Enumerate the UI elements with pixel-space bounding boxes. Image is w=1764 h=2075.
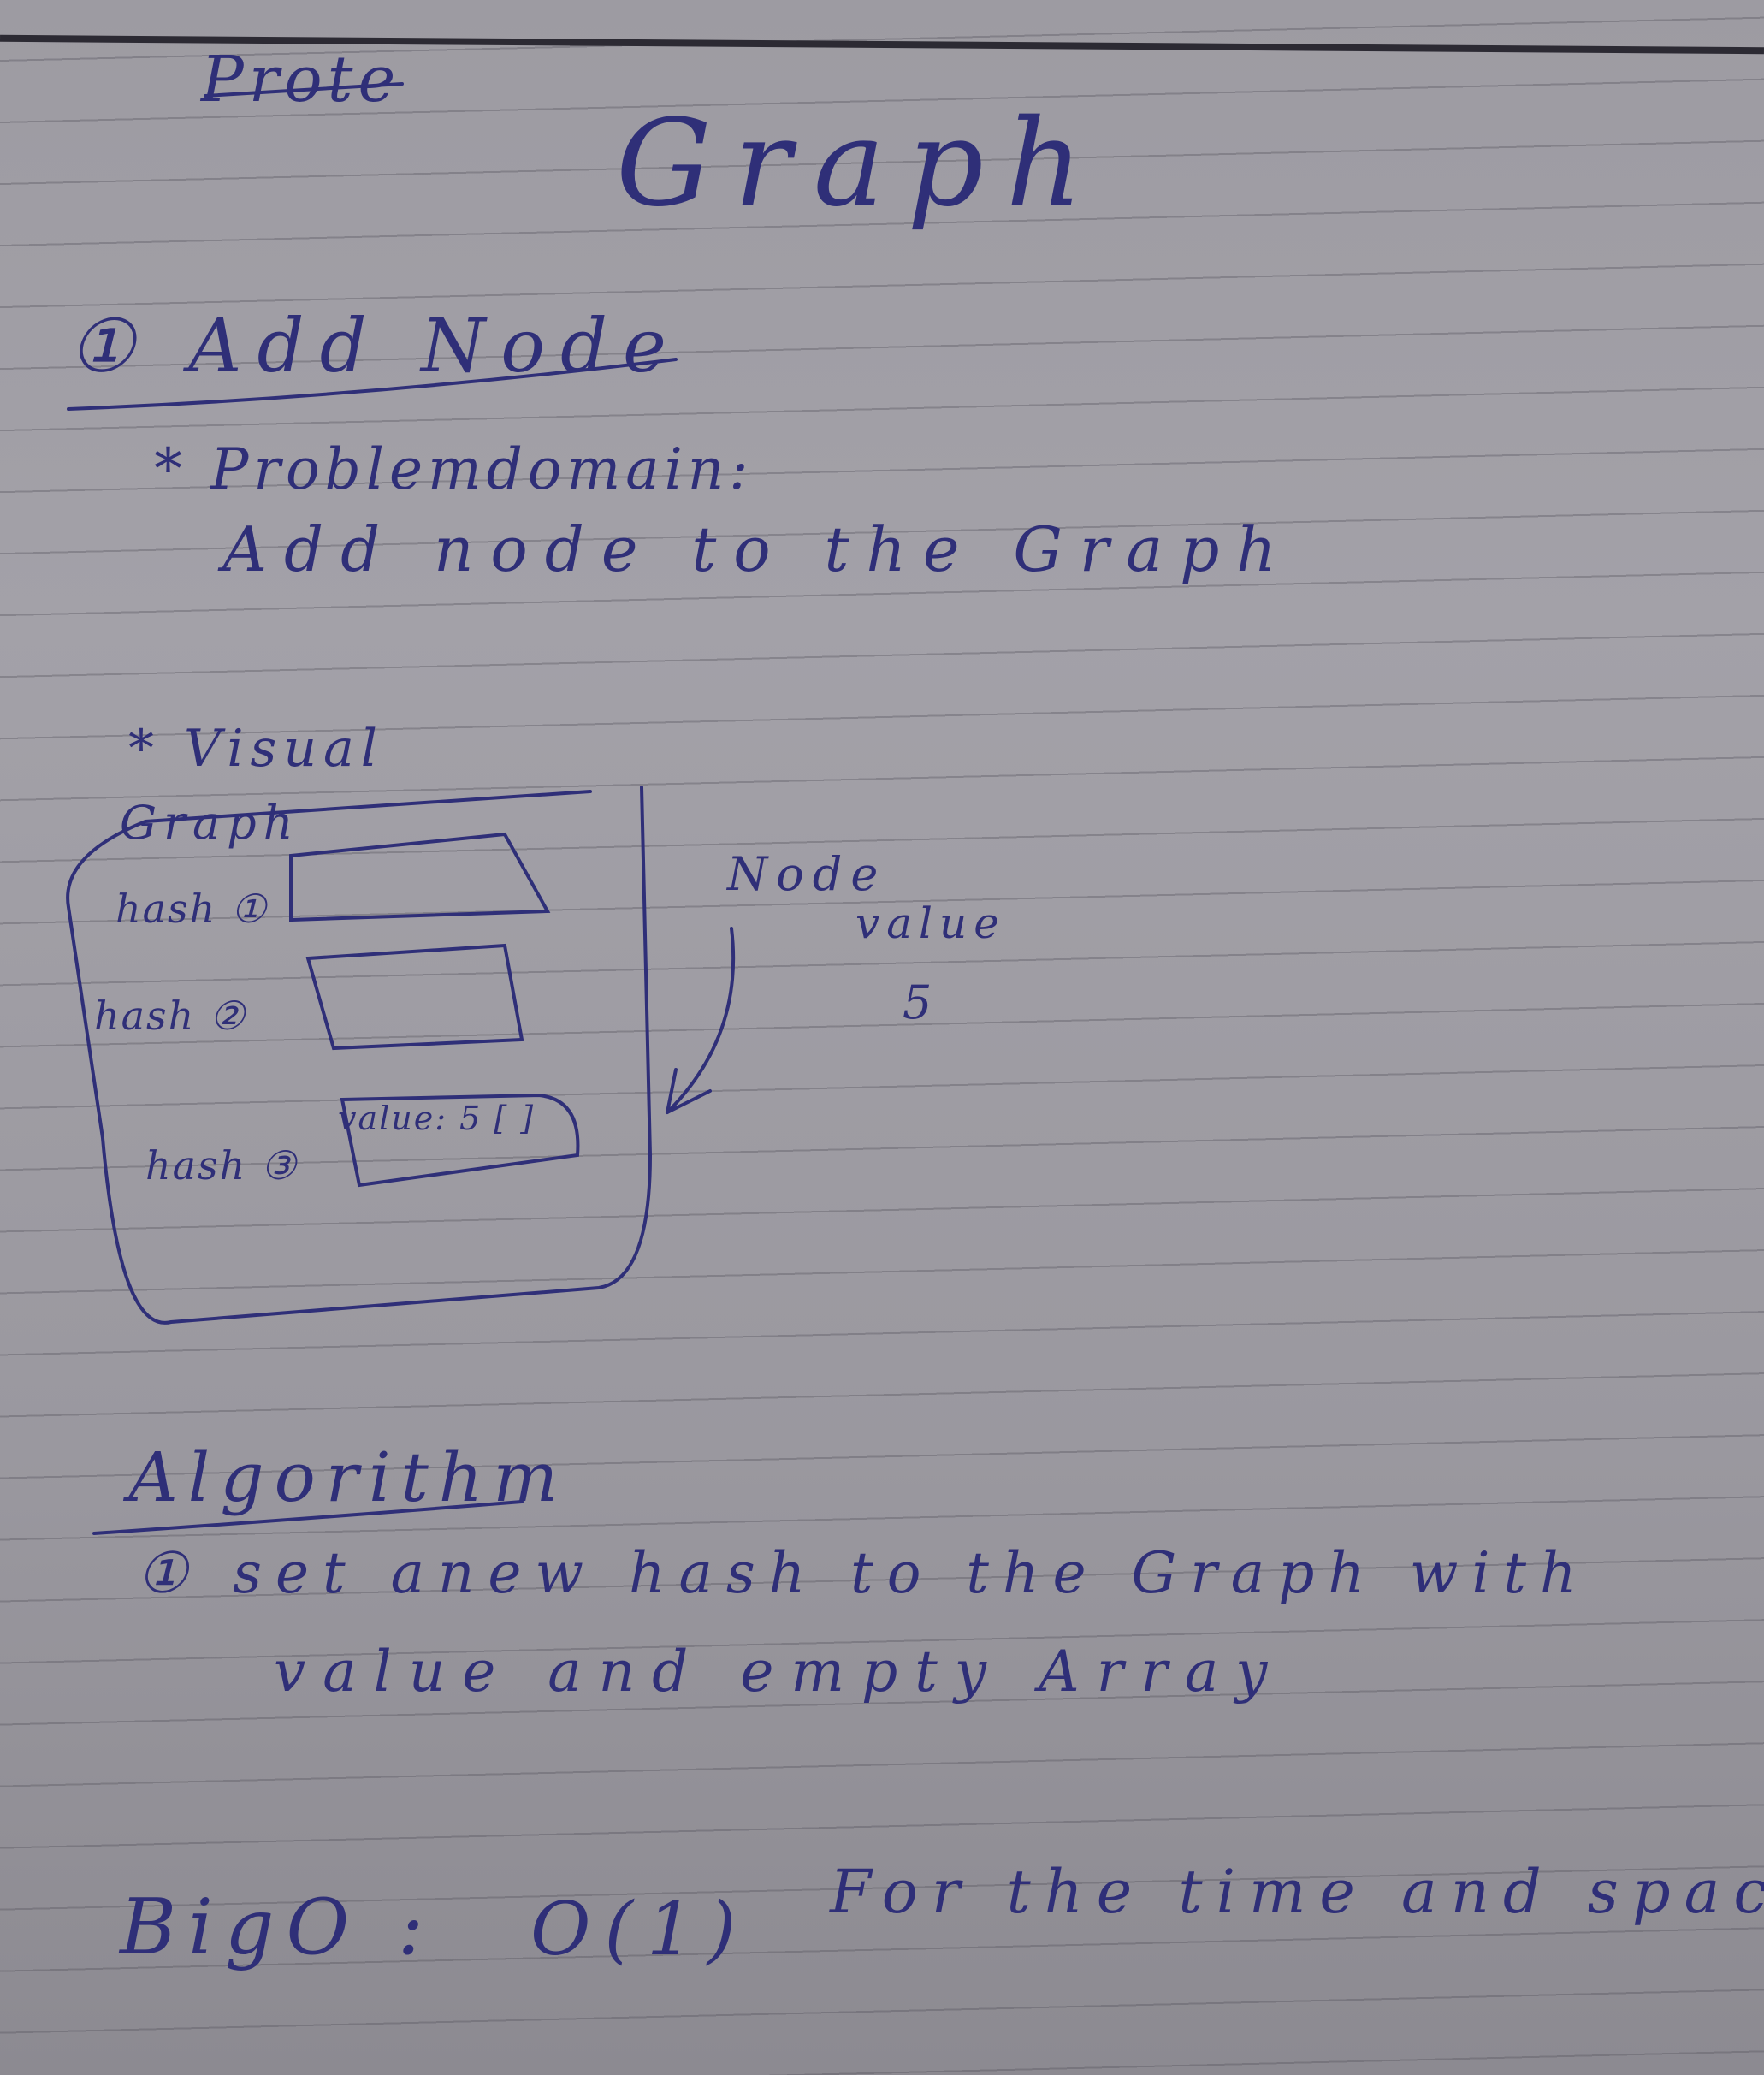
big-o-value: O(1) [530,1887,750,1972]
hash-slot-3 [340,1093,580,1188]
algorithm-step-line2: value and empty Array [274,1639,1285,1704]
node-callout-field: value [855,898,1006,948]
strike-through-line [204,82,404,98]
big-o-label: BigO : [120,1882,436,1972]
problem-domain-text: Add node to the Graph [222,513,1293,585]
hash-row-3-label: hash ③ [145,1142,299,1189]
big-o-note: For the time and space [830,1857,1764,1927]
hash-slot-2 [305,943,524,1051]
node-callout-title: Node [727,847,887,901]
node-arrow-head [666,1068,712,1114]
graph-container [66,786,653,1325]
node-callout-value: 5 [903,975,938,1029]
algorithm-underline [92,1500,524,1535]
struck-header-word: Prote [201,43,401,116]
hash-row-2-label: hash ② [94,993,247,1039]
node-arrow [666,927,736,1114]
hash-slot-1 [289,832,551,922]
heading-underline [67,358,678,411]
visual-label: * Visual [128,719,384,779]
algorithm-heading: Algorithm [128,1438,569,1517]
hash-row-3-slot: value: 5 [ ] [338,1100,536,1137]
page-title: Graph [616,94,1106,234]
section-heading: ① Add Node [68,304,682,389]
algorithm-step-line1: ① set anew hash to the Graph with [137,1540,1590,1606]
problem-domain-label: * Problemdomain: [154,436,754,502]
hash-row-1-label: hash ① [115,886,269,932]
visual-label-graph: Graph [120,796,300,850]
